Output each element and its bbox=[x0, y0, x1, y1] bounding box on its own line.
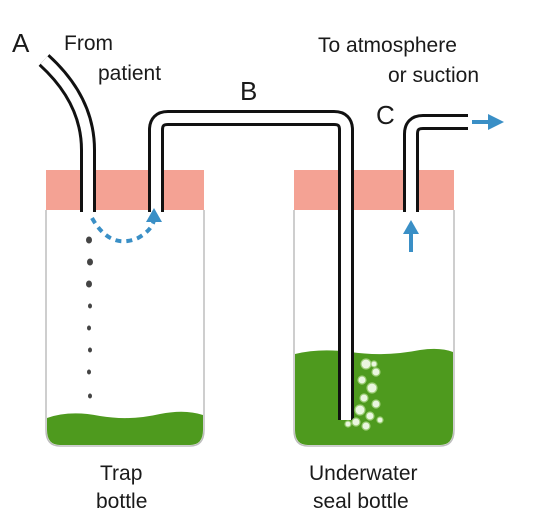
atmosphere-outlet-arrow bbox=[472, 114, 504, 130]
label-trap-line2: bottle bbox=[96, 490, 147, 513]
label-seal-line1: Underwater bbox=[309, 462, 418, 485]
trap-bottle bbox=[45, 170, 205, 447]
fluid-drip bbox=[88, 303, 92, 309]
air-bubble bbox=[365, 411, 375, 421]
air-bubble bbox=[360, 358, 372, 370]
label-from-patient-line1: From bbox=[64, 32, 113, 55]
seal-bottle-cap bbox=[294, 170, 454, 210]
trap-bottle-body bbox=[45, 210, 205, 447]
tube-b-connector bbox=[151, 113, 351, 420]
air-bubble bbox=[371, 367, 381, 377]
air-bubble bbox=[371, 399, 381, 409]
trap-bottle-cap bbox=[46, 170, 204, 210]
seal-bottle-water bbox=[295, 348, 453, 445]
fluid-drip bbox=[88, 347, 92, 353]
air-bubble bbox=[376, 416, 384, 424]
air-bubble bbox=[361, 421, 371, 431]
fluid-drip bbox=[87, 258, 93, 266]
air-bubble bbox=[351, 417, 361, 427]
fluid-drip bbox=[86, 236, 92, 244]
seal-air-outflow-arrow bbox=[403, 220, 419, 252]
label-trap-line1: Trap bbox=[100, 462, 142, 485]
label-c: C bbox=[376, 100, 395, 130]
fluid-drip bbox=[88, 393, 92, 399]
label-to-atmosphere-line1: To atmosphere bbox=[318, 34, 457, 57]
fluid-drip bbox=[87, 325, 91, 331]
trap-bottle-fluid bbox=[47, 411, 203, 445]
label-a: A bbox=[12, 28, 30, 58]
label-from-patient-line2: patient bbox=[98, 62, 161, 85]
air-bubble bbox=[359, 393, 369, 403]
label-b: B bbox=[240, 76, 257, 106]
air-bubble bbox=[366, 382, 378, 394]
trap-air-flow-arrow bbox=[90, 208, 162, 244]
label-to-atmosphere-line2: or suction bbox=[388, 64, 479, 87]
air-bubble bbox=[354, 404, 366, 416]
seal-bottle bbox=[293, 170, 455, 447]
fluid-drips bbox=[86, 236, 93, 399]
label-seal-line2: seal bottle bbox=[313, 490, 409, 513]
air-bubble bbox=[357, 375, 367, 385]
fluid-drip bbox=[87, 369, 91, 375]
air-bubbles bbox=[344, 358, 384, 431]
air-bubble bbox=[344, 420, 352, 428]
air-bubble bbox=[370, 360, 378, 368]
tube-a-from-patient bbox=[40, 56, 93, 212]
tube-c-to-atmosphere bbox=[406, 117, 468, 212]
fluid-drip bbox=[86, 280, 92, 288]
